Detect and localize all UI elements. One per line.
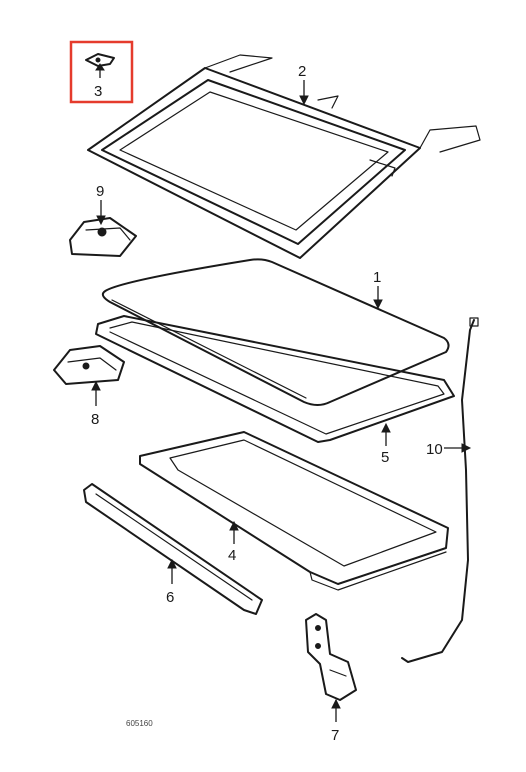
callout-7: 7 bbox=[331, 727, 339, 744]
callout-5: 5 bbox=[381, 449, 389, 466]
callout-6: 6 bbox=[166, 589, 174, 606]
callout-1: 1 bbox=[373, 269, 381, 286]
part-7-hinge-bracket[interactable] bbox=[305, 613, 357, 722]
callout-9: 9 bbox=[96, 183, 104, 200]
callout-4: 4 bbox=[228, 547, 236, 564]
part-10-drain-tube[interactable] bbox=[401, 317, 479, 663]
part-4-tray[interactable] bbox=[139, 431, 449, 591]
part-9-bracket[interactable] bbox=[69, 200, 137, 257]
diagram-code: 605160 bbox=[126, 719, 153, 728]
part-1-glass-panel[interactable] bbox=[101, 258, 450, 406]
callout-2: 2 bbox=[298, 63, 306, 80]
part-6-rail[interactable] bbox=[83, 483, 263, 615]
callout-3: 3 bbox=[94, 83, 102, 100]
callout-8: 8 bbox=[91, 411, 99, 428]
part-2-frame[interactable] bbox=[87, 54, 481, 259]
part-8-latch[interactable] bbox=[53, 345, 125, 406]
highlight-box bbox=[69, 40, 134, 104]
part-5-seal[interactable] bbox=[95, 315, 455, 446]
part-3-clip[interactable] bbox=[85, 53, 115, 78]
callout-10: 10 bbox=[426, 441, 443, 458]
